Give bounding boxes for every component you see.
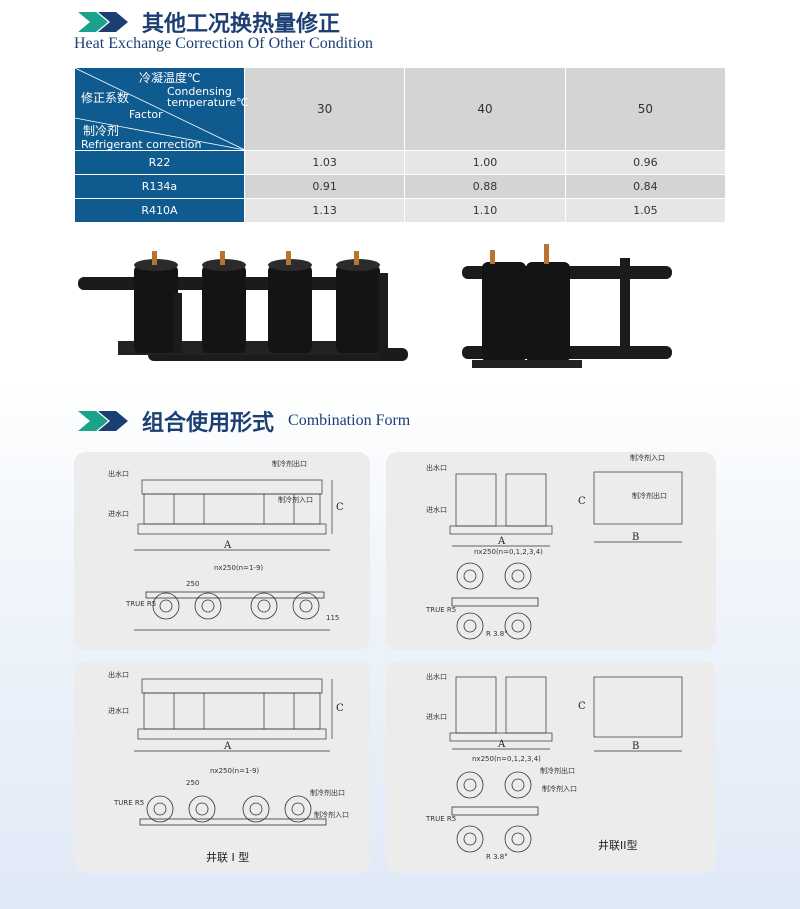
dim-c: C: [578, 496, 586, 507]
label-water-out: 出水口: [108, 670, 129, 679]
label-true-r: TRUE R5: [425, 815, 456, 823]
table-row: R134a 0.91 0.88 0.84: [74, 174, 727, 199]
table-cell: 1.00: [404, 150, 566, 175]
label-water-out: 出水口: [426, 672, 447, 681]
table-row: R22 1.03 1.00 0.96: [74, 150, 727, 175]
label-pitch: nx250(n=1-9): [210, 767, 259, 775]
drawing-2-unit-a: 出水口 进水口 制冷剂入口 制冷剂出口 A B C nx250(n=0,1,2,…: [425, 453, 683, 640]
label-true-r: TRUE R5: [425, 606, 456, 614]
table-cell: 1.05: [564, 198, 727, 223]
diagonal-lines: [75, 68, 245, 150]
table-cell: 1.13: [243, 198, 406, 223]
drawing-panel-bottom-right: 出水口 进水口 A B C nx250(n=0,1,2,3,4) 制冷剂出口 制…: [386, 661, 716, 873]
header-refrigerant-en: Refrigerant correction: [81, 138, 202, 151]
drawing-panel-top-left: 出水口 进水口 制冷剂出口 制冷剂入口 A C nx250(n=1-9) 250…: [74, 452, 370, 650]
label-angle: R 3.8°: [486, 853, 508, 861]
table-cell: 0.84: [564, 174, 727, 199]
label-250: 250: [186, 779, 199, 787]
section-header-correction: 其他工况换热量修正: [78, 6, 340, 38]
dim-a: A: [497, 536, 506, 547]
label-water-in: 进水口: [426, 712, 447, 721]
drawing-2-unit-b: 出水口 进水口 A B C nx250(n=0,1,2,3,4) 制冷剂出口 制…: [425, 672, 683, 861]
label-ref-in: 制冷剂入口: [630, 453, 665, 462]
section-subtitle-en: Combination Form: [288, 412, 411, 429]
row-name-r410a: R410A: [74, 198, 245, 223]
header-factor-en: Factor: [129, 108, 163, 121]
drawing-panel-bottom-left: 出水口 进水口 A C nx250(n=1-9) 250 TURE R5 制冷剂…: [74, 661, 370, 873]
header-temp-30: 30: [243, 67, 406, 151]
header-temp-40: 40: [404, 67, 566, 151]
header-temp-cn: 冷凝温度℃: [139, 71, 201, 85]
section-title-cn: 其他工况换热量修正: [142, 12, 341, 37]
label-250: 250: [186, 580, 199, 588]
dim-b: B: [632, 532, 639, 543]
label-pitch: nx250(n=1-9): [214, 564, 263, 572]
label-ture-r: TURE R5: [113, 799, 144, 807]
drawing-panel-top-right: 出水口 进水口 制冷剂入口 制冷剂出口 A B C nx250(n=0,1,2,…: [386, 452, 716, 650]
label-water-in: 进水口: [426, 505, 447, 514]
header-factor-cn: 修正系数: [81, 91, 130, 105]
header-temp-en-1: Condensing: [167, 85, 232, 98]
dim-c: C: [578, 701, 586, 712]
label-water-in: 进水口: [108, 706, 129, 715]
label-angle: R 3.8°: [486, 630, 508, 638]
dim-a: A: [497, 739, 506, 750]
section-marker-icon: [78, 12, 130, 32]
drawing-4-unit-b: 出水口 进水口 A C nx250(n=1-9) 250 TURE R5 制冷剂…: [108, 670, 349, 826]
header-temp-en-2: temperature℃: [167, 96, 249, 109]
dim-c: C: [336, 502, 344, 513]
section-subtitle-en: Heat Exchange Correction Of Other Condit…: [74, 35, 374, 52]
header-refrigerant-cn: 制冷剂: [83, 124, 120, 138]
section-title-cn: 组合使用形式: [142, 411, 275, 436]
row-name-r134a: R134a: [74, 174, 245, 199]
label-true-r: TRUE R5: [125, 600, 156, 608]
table-cell: 0.88: [404, 174, 566, 199]
product-photo-four-units: [78, 251, 408, 361]
caption-type-1: 井联 I 型: [206, 851, 250, 864]
label-water-out: 出水口: [108, 469, 129, 478]
product-photo-two-units: [462, 244, 672, 368]
table-header-diagonal-cell: 冷凝温度℃ Condensing temperature℃ 修正系数 Facto…: [74, 67, 249, 151]
label-pitch: nx250(n=0,1,2,3,4): [474, 548, 543, 556]
label-water-in: 进水口: [108, 509, 129, 518]
label-pitch: nx250(n=0,1,2,3,4): [472, 755, 541, 763]
table-cell: 0.96: [564, 150, 727, 175]
dim-a: A: [223, 741, 232, 752]
dim-b: B: [632, 741, 639, 752]
drawing-4-unit-a: 出水口 进水口 制冷剂出口 制冷剂入口 A C nx250(n=1-9) 250…: [108, 459, 344, 631]
label-ref-in: 制冷剂入口: [314, 810, 349, 819]
label-ref-in: 制冷剂入口: [278, 495, 313, 504]
caption-type-2: 井联II型: [598, 839, 638, 852]
row-name-r22: R22: [74, 150, 245, 175]
header-temp-50: 50: [564, 67, 727, 151]
dim-c: C: [336, 703, 344, 714]
section-header-combination: 组合使用形式 Combination Form: [78, 405, 410, 437]
label-water-out: 出水口: [426, 463, 447, 472]
table-row: R410A 1.13 1.10 1.05: [74, 198, 727, 223]
label-ref-out: 制冷剂出口: [310, 788, 345, 797]
section-marker-icon: [78, 411, 130, 431]
correction-table: 冷凝温度℃ Condensing temperature℃ 修正系数 Facto…: [74, 67, 727, 223]
label-115: 115: [326, 614, 339, 622]
dim-a: A: [223, 540, 232, 551]
label-ref-in: 制冷剂入口: [542, 784, 577, 793]
table-cell: 0.91: [243, 174, 406, 199]
label-ref-out: 制冷剂出口: [632, 491, 667, 500]
label-ref-out: 制冷剂出口: [540, 766, 575, 775]
table-cell: 1.03: [243, 150, 406, 175]
label-ref-out: 制冷剂出口: [272, 459, 307, 468]
table-cell: 1.10: [404, 198, 566, 223]
